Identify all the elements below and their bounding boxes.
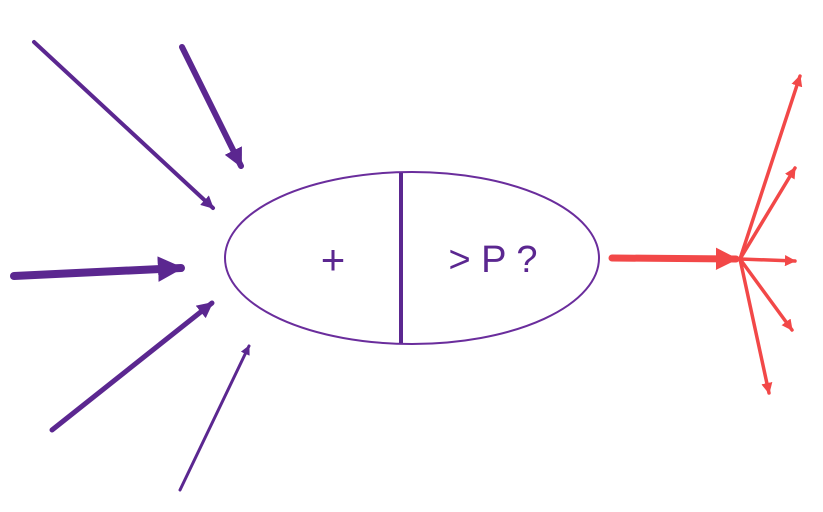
neuron-ellipse: [224, 171, 600, 345]
input-arrow-4: [49, 300, 215, 433]
threshold-label: > P ?: [448, 239, 537, 281]
summation-label: +: [321, 236, 346, 283]
input-arrow-2: [179, 44, 244, 169]
output-arrows: [608, 74, 803, 395]
neuron-body: + > P ?: [224, 171, 600, 345]
output-branch-4: [738, 257, 794, 332]
output-arrow-main: [608, 247, 740, 271]
input-arrow-1: [32, 40, 215, 210]
input-arrow-5: [178, 344, 251, 492]
input-arrows: [10, 40, 251, 492]
input-arrow-3: [10, 256, 185, 282]
output-branch-1: [738, 74, 803, 261]
output-branch-5: [738, 257, 773, 395]
output-branch-2: [738, 166, 797, 261]
output-branch-3: [738, 255, 797, 267]
